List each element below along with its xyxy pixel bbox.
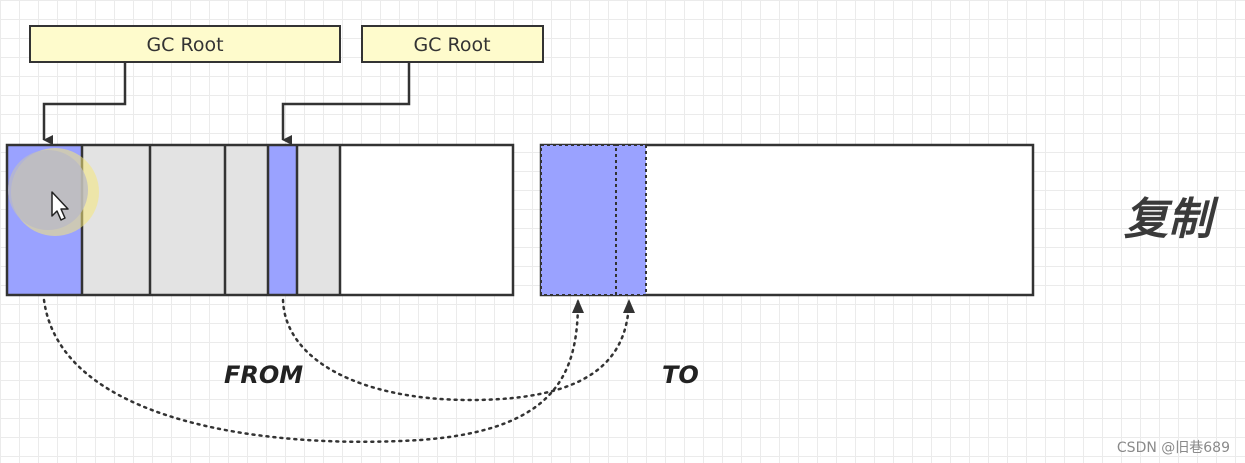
from-dead-object-4: [297, 145, 340, 295]
from-dead-object-1: [82, 145, 150, 295]
title-label: 复制: [1124, 194, 1219, 245]
to-space: [539, 143, 1035, 297]
to-copied-object-2: [615, 144, 647, 296]
copy-path-2: [281, 298, 635, 402]
root-2-reference-arrow: [281, 62, 411, 145]
gc-root-2-label: GC Root: [413, 34, 490, 56]
gc-root-2: GC Root: [361, 25, 544, 63]
from-live-object-2: [268, 145, 297, 295]
from-space-border: [5, 143, 515, 297]
from-free-area: [340, 145, 513, 295]
gc-root-1-label: GC Root: [146, 34, 223, 56]
to-label: TO: [662, 361, 699, 389]
to-copied-object-1: [540, 144, 617, 296]
from-label: FROM: [224, 361, 303, 389]
root-1-reference-arrow: [42, 62, 127, 145]
cursor-highlight: [8, 148, 99, 236]
from-dead-object-2: [150, 145, 225, 295]
watermark: CSDN @旧巷689: [1117, 440, 1230, 456]
gc-root-1: GC Root: [29, 25, 341, 63]
copy-path-1: [42, 298, 584, 443]
from-dead-object-3: [225, 145, 268, 295]
mouse-pointer-icon: [51, 191, 69, 221]
